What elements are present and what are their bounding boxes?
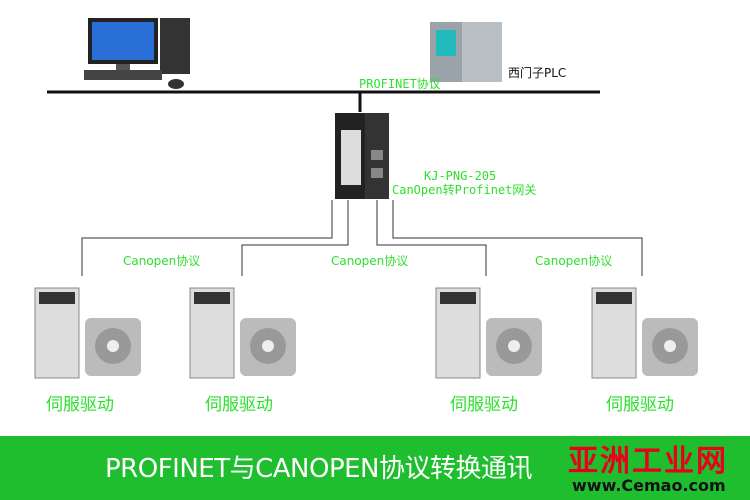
drive-label-1: 伺服驱动 (46, 395, 114, 415)
canopen-wiring (81, 200, 643, 276)
drive-label-2: 伺服驱动 (205, 395, 273, 415)
gateway-desc: CanOpen转Profinet网关 (392, 183, 537, 197)
gateway-device-icon (335, 113, 389, 199)
canopen-label-2: Canopen协议 (331, 254, 409, 268)
drive-label-4: 伺服驱动 (606, 395, 674, 415)
drive-label-3: 伺服驱动 (450, 395, 518, 415)
watermark-url: www.Cemao.com (572, 476, 726, 495)
profinet-label: PROFINET协议 (359, 77, 441, 91)
canopen-label-1: Canopen协议 (123, 254, 201, 268)
plc-label: 西门子PLC (508, 66, 567, 80)
gateway-model: KJ-PNG-205 (424, 169, 497, 183)
watermark-logo: 亚洲工业网 (568, 444, 728, 479)
plc-icon (430, 22, 502, 82)
canopen-label-3: Canopen协议 (535, 254, 613, 268)
title-banner (0, 436, 750, 500)
computer-icon (84, 18, 190, 89)
topology-diagram (34, 18, 698, 379)
servo-drives-icons (34, 287, 698, 379)
banner-title: PROFINET与CANOPEN协议转换通讯 (105, 454, 533, 484)
